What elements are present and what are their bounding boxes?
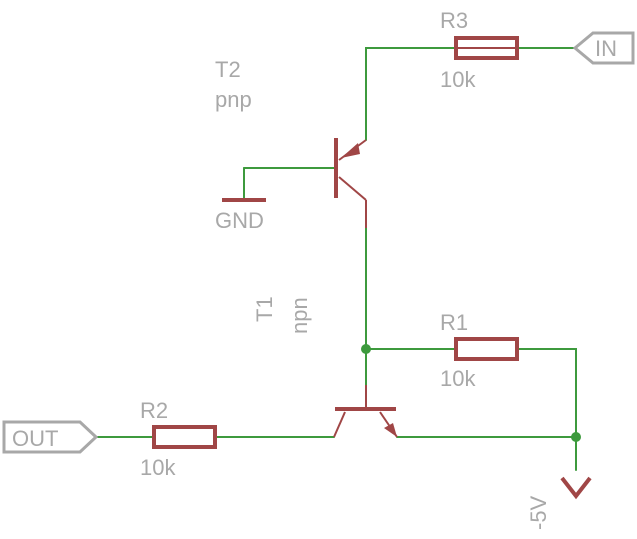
wire-r3-t2-emitter xyxy=(365,47,457,141)
t2-emitter-arrow xyxy=(341,143,360,158)
port-out-label: OUT xyxy=(12,426,58,451)
t1-name: T1 xyxy=(252,296,277,322)
r1-value: 10k xyxy=(440,366,476,391)
r2-name: R2 xyxy=(140,398,168,423)
wire-r1-right xyxy=(516,348,577,438)
port-out: OUT xyxy=(2,420,99,454)
r1-name: R1 xyxy=(440,310,468,335)
t1-type: npn xyxy=(287,297,312,334)
junction-t1-collector xyxy=(361,344,371,354)
gnd-label: GND xyxy=(215,208,264,233)
neg-supply-label: -5V xyxy=(526,495,551,530)
transistor-t2 xyxy=(334,138,367,228)
transistor-t1 xyxy=(333,385,398,438)
t2-collector xyxy=(338,176,367,201)
r3-name: R3 xyxy=(440,8,468,33)
junction-supply xyxy=(571,432,581,442)
resistor-r3 xyxy=(454,36,519,60)
wire-t1-emitter-supply xyxy=(396,436,577,471)
port-in-label: IN xyxy=(595,36,617,61)
neg-supply-symbol xyxy=(560,476,592,500)
r2-value: 10k xyxy=(140,455,176,480)
resistor-r1 xyxy=(454,337,519,361)
port-in: IN xyxy=(572,31,635,65)
t1-base-lead xyxy=(333,411,346,438)
t2-type: pnp xyxy=(215,87,252,112)
r3-value: 10k xyxy=(440,67,476,92)
t2-name: T2 xyxy=(215,57,241,82)
resistor-r2 xyxy=(152,425,217,449)
t1-emitter-arrow xyxy=(384,423,397,437)
